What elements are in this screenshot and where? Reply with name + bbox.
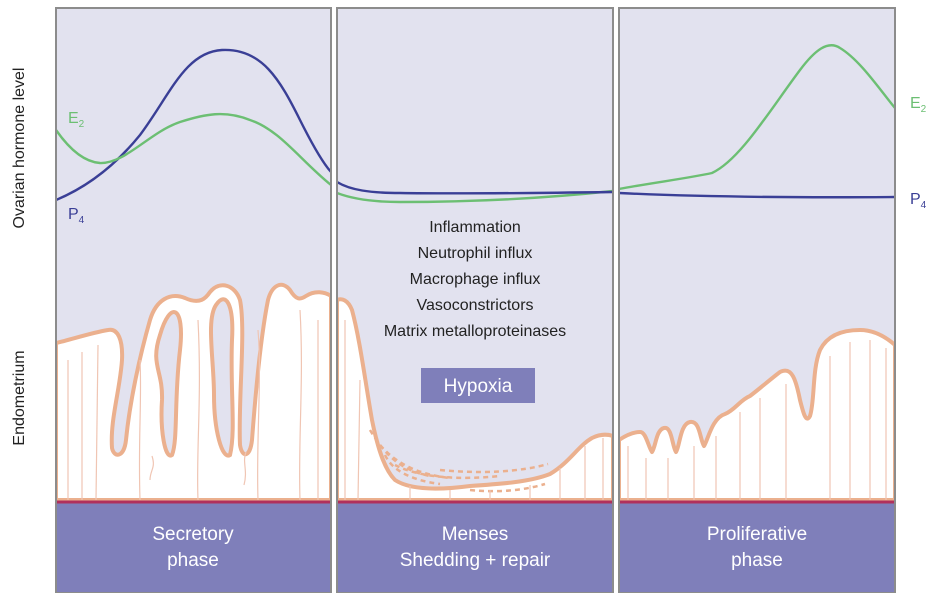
phase-line1: Menses bbox=[442, 524, 509, 545]
phase-line2: phase bbox=[167, 550, 219, 571]
panel-menses: Inflammation Neutrophil influx Macrophag… bbox=[337, 8, 613, 593]
process-item: Inflammation bbox=[429, 219, 521, 236]
process-item: Neutrophil influx bbox=[418, 245, 533, 262]
p4-label-right: P4 bbox=[910, 191, 927, 211]
phase-band bbox=[56, 503, 331, 593]
hypoxia-label: Hypoxia bbox=[444, 376, 513, 397]
phase-band bbox=[337, 503, 613, 593]
panel-proliferative: Proliferative phase bbox=[619, 8, 895, 593]
phase-line2: phase bbox=[731, 550, 783, 571]
y-axis-label-endometrium: Endometrium bbox=[11, 350, 28, 445]
phase-line1: Secretory bbox=[152, 524, 234, 545]
phase-line2: Shedding + repair bbox=[400, 550, 551, 571]
hypoxia-box: Hypoxia bbox=[421, 368, 535, 403]
phase-band bbox=[619, 503, 895, 593]
process-item: Macrophage influx bbox=[410, 271, 541, 288]
process-item: Vasoconstrictors bbox=[416, 297, 533, 314]
process-item: Matrix metalloproteinases bbox=[384, 323, 566, 340]
y-axis-label-hormone: Ovarian hormone level bbox=[11, 68, 28, 229]
phase-line1: Proliferative bbox=[707, 524, 807, 545]
panel-secretory: Secretory phase bbox=[56, 8, 331, 593]
e2-label-right: E2 bbox=[910, 95, 927, 115]
